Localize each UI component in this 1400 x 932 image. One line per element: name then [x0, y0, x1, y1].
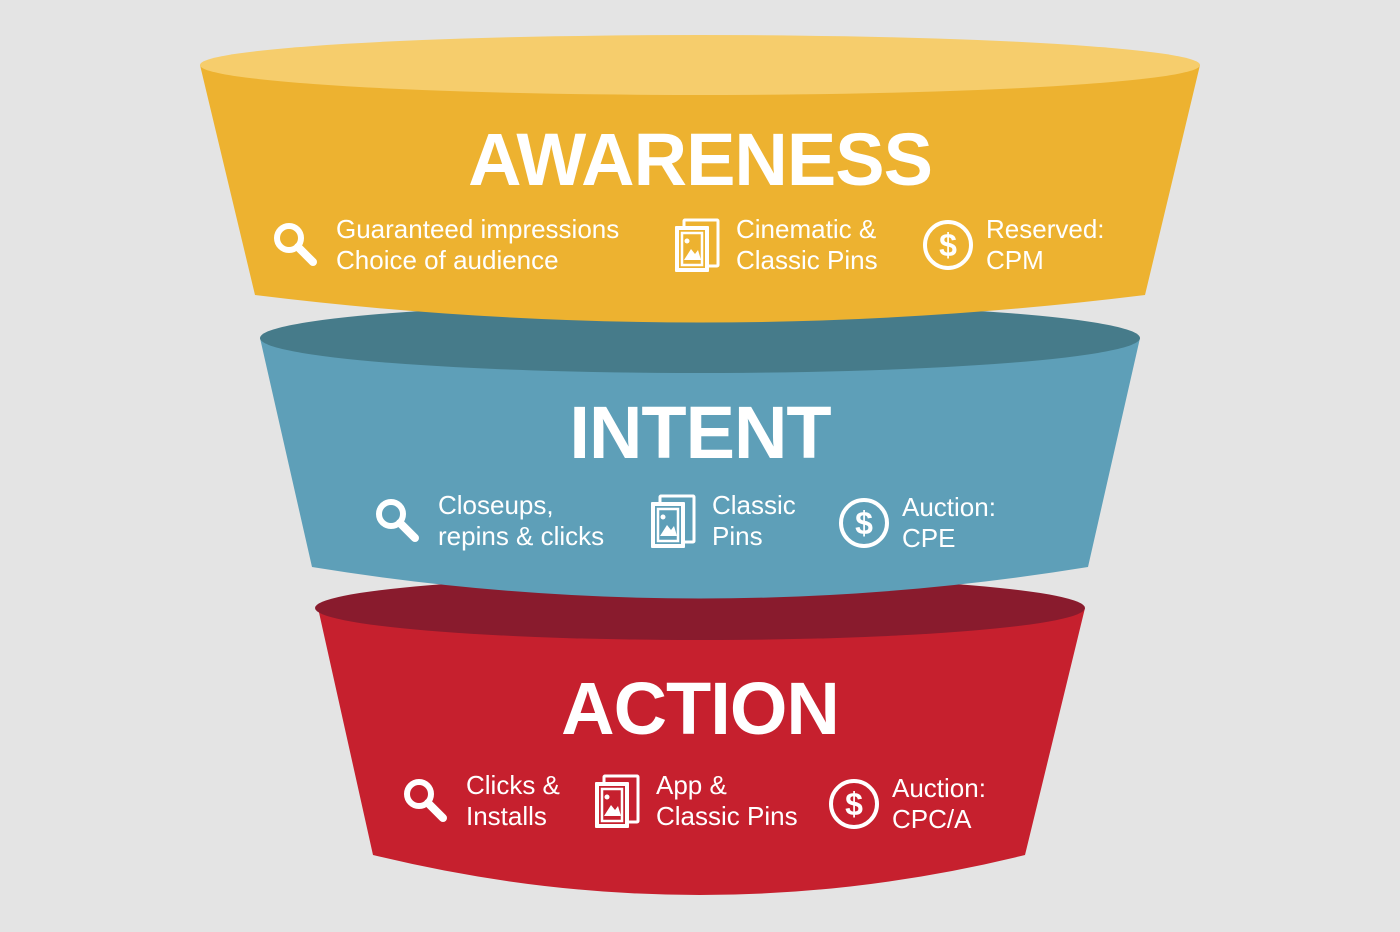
awareness-item-line1: Cinematic & [736, 214, 877, 244]
search-icon [272, 217, 324, 273]
dollar-icon [829, 779, 879, 829]
action-item-clicks: Clicks &Installs [402, 770, 560, 832]
intent-title: INTENT [569, 391, 831, 474]
action-rim [315, 576, 1085, 640]
action-item-line1: Auction: [892, 773, 986, 803]
dollar-icon [923, 220, 973, 270]
intent-item-line2: repins & clicks [438, 521, 605, 551]
action-title: ACTION [561, 667, 840, 750]
dollar-icon [839, 498, 889, 548]
funnel-stage-action [315, 576, 1085, 895]
action-item-line2: Installs [466, 801, 547, 831]
awareness-item-pricing: Reserved:CPM [922, 214, 1105, 276]
search-icon [374, 493, 426, 549]
action-body [318, 608, 1085, 895]
intent-item-engagement: Closeups,repins & clicks [374, 490, 604, 552]
intent-item-line2: CPE [902, 523, 956, 553]
pins-icon [593, 774, 640, 830]
awareness-item-line2: Classic Pins [736, 245, 878, 275]
funnel-stage-intent [260, 303, 1140, 599]
awareness-item-pins: Cinematic &Classic Pins [672, 214, 878, 276]
action-item-pins: App &Classic Pins [592, 770, 798, 832]
awareness-item-line2: Choice of audience [336, 245, 559, 275]
awareness-item-line1: Reserved: [986, 214, 1105, 244]
awareness-item-line2: CPM [986, 245, 1044, 275]
action-item-pricing: Auction:CPC/A [828, 773, 986, 835]
awareness-rim [200, 35, 1200, 95]
action-item-line1: App & [656, 770, 727, 800]
intent-item-line1: Classic [712, 490, 796, 520]
intent-item-pricing: Auction:CPE [838, 492, 996, 554]
intent-item-line2: Pins [712, 521, 763, 551]
pins-icon [673, 218, 720, 274]
action-item-line2: Classic Pins [656, 801, 798, 831]
pins-icon [649, 494, 696, 550]
intent-item-line1: Closeups, [438, 490, 554, 520]
search-icon [402, 773, 454, 829]
intent-item-line1: Auction: [902, 492, 996, 522]
awareness-item-line1: Guaranteed impressions [336, 214, 620, 244]
intent-rim [260, 303, 1140, 373]
action-item-line1: Clicks & [466, 770, 560, 800]
awareness-title: AWARENESS [468, 118, 933, 201]
action-item-line2: CPC/A [892, 804, 972, 834]
intent-body [260, 338, 1140, 599]
